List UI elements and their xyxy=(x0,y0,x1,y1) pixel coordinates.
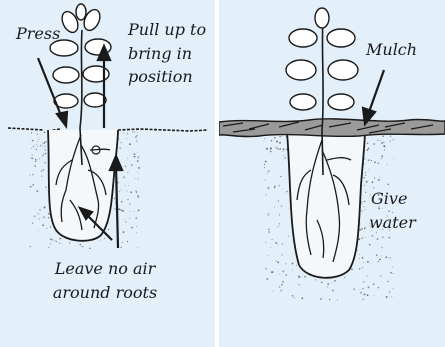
leave-no-air-label-line-2: around roots xyxy=(30,283,180,302)
give-water-label-line-1: Give xyxy=(371,189,407,208)
leave-no-air-label-line-1: Leave no air xyxy=(30,259,180,278)
planting-hole xyxy=(287,132,365,278)
press-arrow xyxy=(38,58,62,118)
left-panel: Press Pull up to bring in position Leave… xyxy=(0,0,215,347)
pull-up-label-line-3: position xyxy=(128,67,193,86)
pull-up-label-line-1: Pull up to xyxy=(128,20,206,39)
mulch-label: Mulch xyxy=(366,40,417,59)
press-arrow-head xyxy=(57,112,67,126)
give-water-label-line-2: water xyxy=(369,213,416,232)
press-label: Press xyxy=(16,24,60,43)
right-panel: Mulch Give water xyxy=(219,0,445,347)
planting-hole xyxy=(48,130,118,241)
hole-side-arrow xyxy=(116,166,118,248)
plant-stem xyxy=(80,30,82,165)
mulch-arrow xyxy=(369,70,384,112)
pull-up-label-line-2: bring in xyxy=(128,44,192,63)
